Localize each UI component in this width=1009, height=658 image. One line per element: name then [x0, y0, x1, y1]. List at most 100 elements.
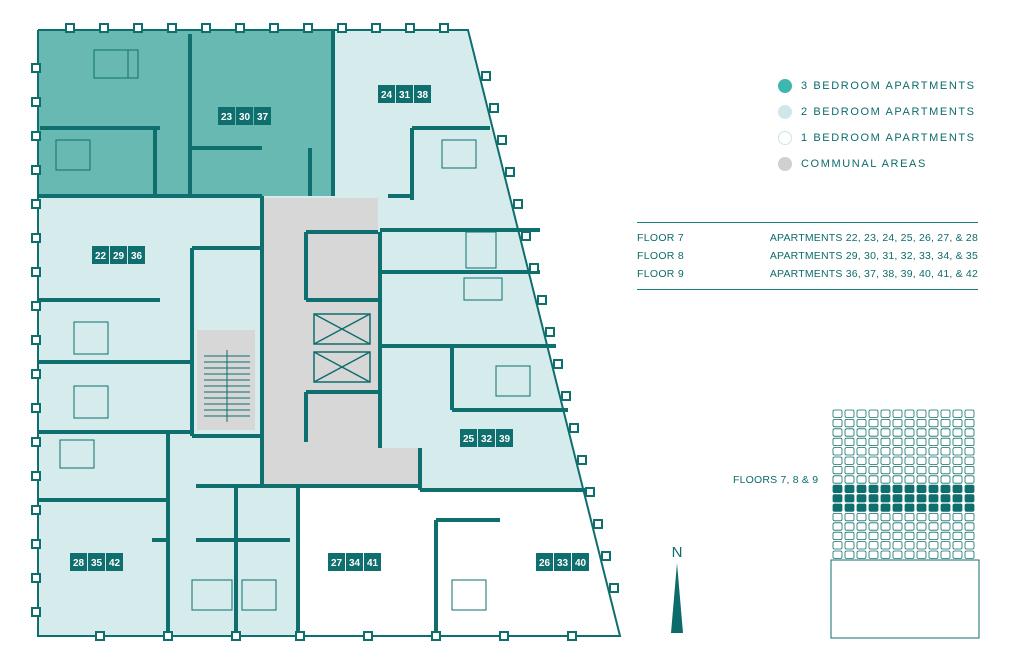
building-window: [892, 475, 903, 484]
building-window: [952, 418, 963, 428]
building-window: [892, 513, 903, 522]
building-window: [880, 541, 891, 550]
building-window: [844, 522, 855, 531]
legend-row-three-bedroom: 3 BEDROOM APARTMENTS: [778, 73, 998, 99]
building-window: [940, 437, 951, 447]
apartment-number-box: [70, 553, 87, 571]
building-window: [832, 513, 843, 522]
building-window: [964, 456, 975, 465]
building-window-highlighted: [940, 484, 951, 493]
floors-highlight-label: FLOORS 7, 8 & 9: [733, 474, 819, 486]
building-window: [868, 541, 879, 550]
floor-apartments: APARTMENTS 22, 23, 24, 25, 26, 27, & 28: [769, 232, 978, 244]
legend-label: COMMUNAL AREAS: [801, 158, 927, 170]
building-window: [832, 541, 843, 550]
apartment-number: 26: [539, 558, 551, 569]
building-window: [952, 466, 963, 475]
building-window: [916, 428, 927, 437]
building-window: [928, 541, 939, 550]
building-window: [832, 531, 843, 540]
building-window: [844, 466, 855, 475]
apartment-number: 42: [109, 558, 121, 569]
building-window-highlighted: [928, 503, 939, 512]
legend-row-communal: COMMUNAL AREAS: [778, 151, 998, 177]
building-window: [964, 522, 975, 531]
apartment-number: 40: [575, 558, 587, 569]
building-window: [940, 456, 951, 465]
building-window: [916, 409, 927, 418]
building-window: [904, 456, 915, 465]
building-window-highlighted: [832, 503, 843, 512]
building-window: [940, 531, 951, 540]
building-window: [952, 531, 963, 540]
apartment-number: 22: [95, 251, 107, 262]
apartment-number-box: [496, 429, 513, 447]
apartment-number: 23: [221, 112, 233, 123]
building-window: [928, 409, 939, 418]
apartment-number-box: [128, 246, 145, 264]
building-window: [880, 550, 891, 559]
building-window: [940, 550, 951, 559]
building-window: [868, 475, 879, 484]
building-window: [964, 531, 975, 540]
building-window: [892, 531, 903, 540]
building-window: [880, 531, 891, 540]
building-window: [940, 409, 951, 418]
apartment-number: 39: [499, 434, 511, 445]
apartment-number-box: [478, 429, 495, 447]
floor-plan: 2330372431382229362532392835422734412633…: [31, 23, 622, 641]
building-window: [940, 447, 951, 456]
building-window: [832, 475, 843, 484]
building-floor-grid: [832, 409, 975, 559]
apartment-number: 29: [113, 251, 125, 262]
building-window: [856, 409, 867, 418]
floor-apartments: APARTMENTS 29, 30, 31, 32, 33, 34, & 35: [769, 250, 978, 262]
building-window: [868, 550, 879, 559]
building-window-highlighted: [964, 503, 975, 512]
building-window: [844, 513, 855, 522]
apartment-number: 28: [73, 558, 85, 569]
building-window: [856, 466, 867, 475]
building-window-highlighted: [856, 503, 867, 512]
building-window: [832, 418, 843, 428]
building-window-highlighted: [904, 503, 915, 512]
apartment-number: 31: [399, 90, 411, 101]
building-window: [964, 541, 975, 550]
building-window-highlighted: [916, 494, 927, 503]
building-window-highlighted: [952, 503, 963, 512]
building-window: [964, 437, 975, 447]
building-window-highlighted: [916, 503, 927, 512]
building-window-highlighted: [892, 494, 903, 503]
building-window: [964, 550, 975, 559]
apartment-number-box: [572, 553, 589, 571]
building-window: [904, 475, 915, 484]
floor-row: FLOOR 9 APARTMENTS 36, 37, 38, 39, 40, 4…: [637, 265, 978, 283]
legend-row-one-bedroom: 1 BEDROOM APARTMENTS: [778, 125, 998, 151]
building-window: [868, 418, 879, 428]
building-window: [904, 428, 915, 437]
building-window: [856, 541, 867, 550]
lifts: [313, 313, 371, 383]
building-window: [856, 550, 867, 559]
zone-one-bedroom-26: [436, 488, 620, 636]
building-window: [892, 522, 903, 531]
building-window-highlighted: [844, 484, 855, 493]
building-window-highlighted: [844, 494, 855, 503]
building-window: [892, 550, 903, 559]
floor-row: FLOOR 7 APARTMENTS 22, 23, 24, 25, 26, 2…: [637, 229, 978, 247]
building-window: [904, 409, 915, 418]
building-window: [880, 409, 891, 418]
building-window: [844, 475, 855, 484]
legend: 3 BEDROOM APARTMENTS 2 BEDROOM APARTMENT…: [778, 73, 998, 177]
building-window-highlighted: [868, 494, 879, 503]
furniture-beds: [55, 49, 531, 611]
building-window: [916, 541, 927, 550]
building-window: [940, 466, 951, 475]
building-window: [916, 456, 927, 465]
apartment-number-box: [460, 429, 477, 447]
building-window: [856, 456, 867, 465]
building-window: [952, 522, 963, 531]
apartment-number: 36: [131, 251, 143, 262]
building-window: [832, 437, 843, 447]
building-window: [940, 541, 951, 550]
